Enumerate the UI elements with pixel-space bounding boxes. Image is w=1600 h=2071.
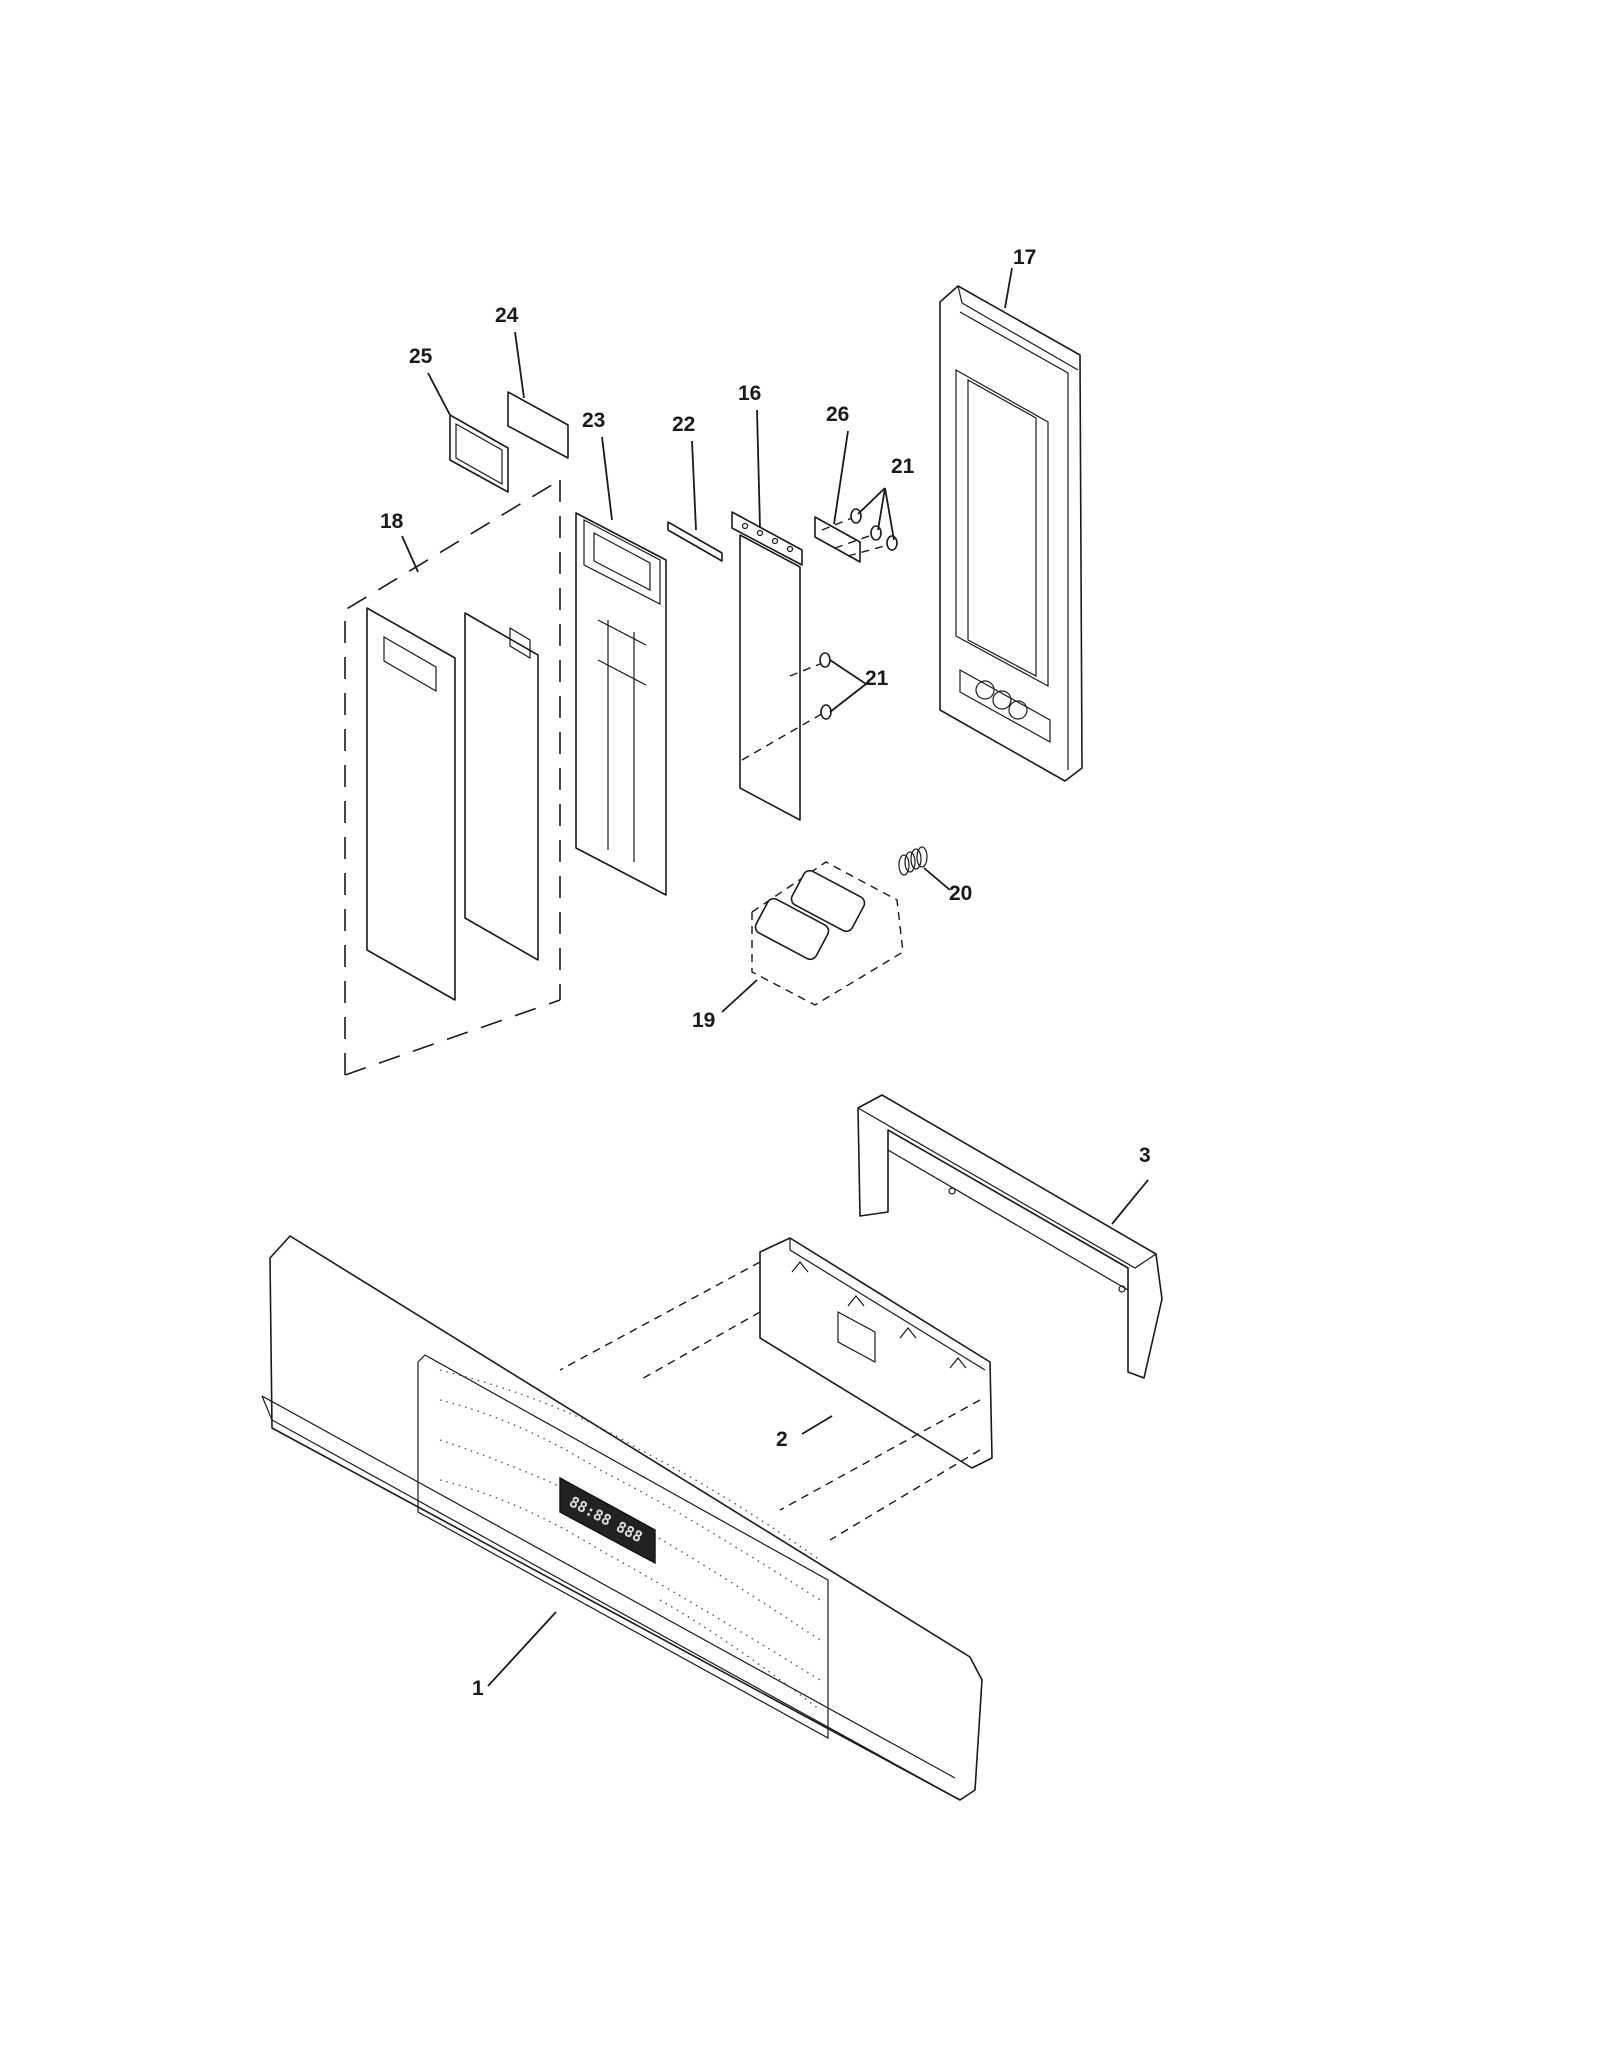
leader-3	[1111, 1179, 1149, 1225]
callout-25: 25	[409, 345, 433, 368]
leader-22	[691, 440, 697, 531]
callout-23: 23	[582, 409, 605, 432]
part-16-circuit-board	[731, 511, 803, 821]
leader-18	[401, 535, 419, 573]
leader-17	[1004, 267, 1013, 309]
part-23-housing	[575, 512, 667, 896]
part-3-trim-bracket	[857, 1094, 1163, 1379]
part-22-strip	[667, 521, 723, 562]
callout-24: 24	[495, 304, 519, 327]
part-18-overlay-group	[344, 479, 561, 1076]
part-2-control-module	[759, 1237, 993, 1469]
callout-16: 16	[738, 382, 761, 405]
part-19-button-group	[751, 861, 904, 1006]
module-alignment-lines	[559, 1261, 981, 1541]
part-20-spring	[898, 846, 928, 876]
part-24-lens	[507, 391, 569, 459]
callout-3: 3	[1139, 1144, 1151, 1167]
leader-2	[801, 1415, 833, 1435]
leader-20	[923, 867, 951, 891]
callout-2: 2	[776, 1428, 788, 1451]
callout-21-lower: 21	[865, 667, 889, 690]
callout-17: 17	[1013, 246, 1036, 269]
leader-24	[514, 331, 525, 399]
callout-26: 26	[826, 403, 849, 426]
callout-19: 19	[692, 1009, 715, 1032]
leader-21-upper	[857, 487, 895, 541]
part-21-screws-lower	[741, 652, 832, 761]
leader-26	[833, 430, 849, 525]
leader-25	[427, 372, 451, 416]
callout-1: 1	[472, 1677, 484, 1700]
leader-21-lower	[829, 659, 867, 713]
callout-18: 18	[380, 510, 404, 533]
part-25-display-frame	[449, 414, 509, 493]
part-17-door-frame	[939, 285, 1083, 782]
part-21-screws-upper	[821, 508, 898, 557]
leader-19	[721, 979, 758, 1013]
callout-21-upper: 21	[891, 455, 915, 478]
callout-22: 22	[672, 413, 695, 436]
leader-23	[601, 436, 613, 521]
leader-16	[756, 409, 761, 529]
leader-1	[487, 1611, 557, 1687]
callout-20: 20	[949, 882, 972, 905]
